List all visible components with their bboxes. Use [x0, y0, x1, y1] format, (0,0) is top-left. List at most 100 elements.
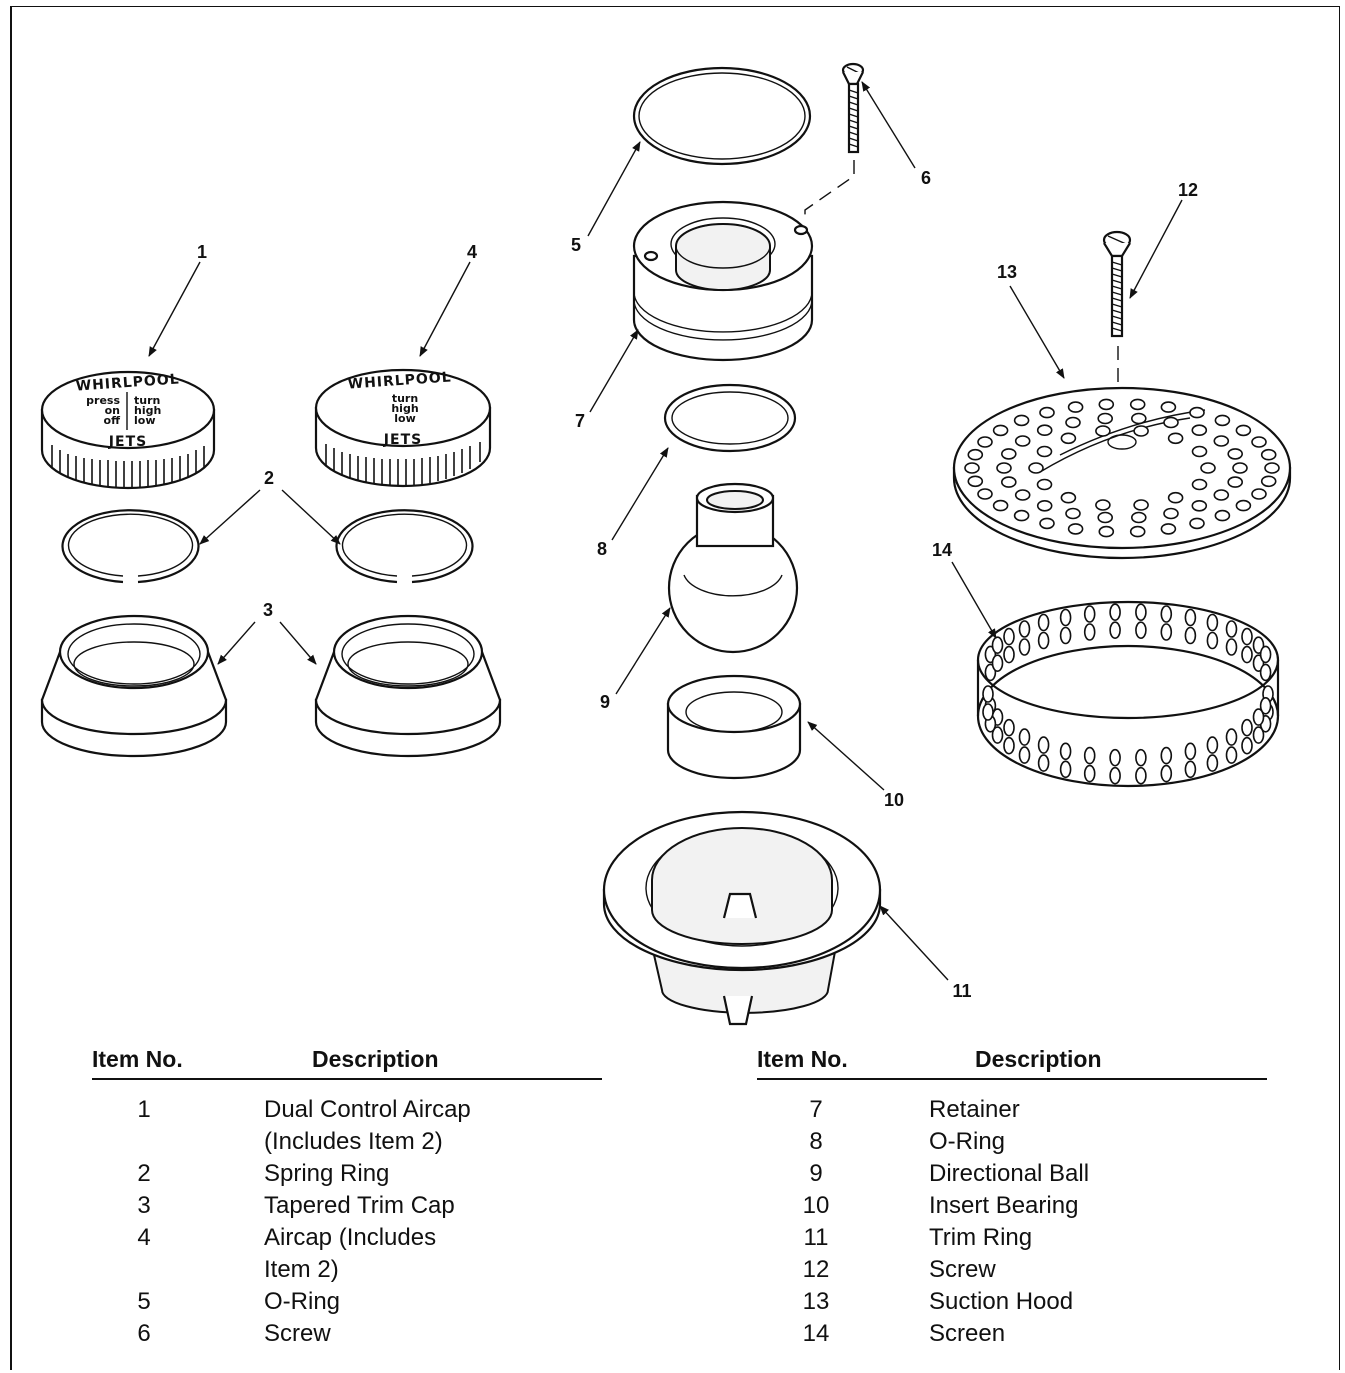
table-row: 7 Retainer [757, 1094, 1267, 1126]
table-row: 2 Spring Ring [92, 1158, 602, 1190]
directional-ball [667, 482, 799, 654]
item-number: 2 [137, 1160, 151, 1187]
page-border [10, 6, 1340, 1370]
item-number: 5 [137, 1288, 151, 1315]
cap4-jets: JETS [383, 432, 422, 448]
item-number: 12 [802, 1256, 830, 1283]
table-row: 6 Screw [92, 1318, 602, 1350]
table-row: 14 Screen [757, 1318, 1267, 1350]
item-description: Spring Ring [264, 1160, 390, 1187]
callout-10: 10 [884, 790, 904, 810]
item-number: 14 [802, 1320, 830, 1347]
table-row: 8 O-Ring [757, 1126, 1267, 1158]
callout-4: 4 [467, 242, 477, 262]
table-row: 13 Suction Hood [757, 1286, 1267, 1318]
item-number: 1 [137, 1096, 151, 1123]
callout-3: 3 [263, 600, 273, 620]
retainer [632, 200, 814, 362]
callout-14: 14 [932, 540, 952, 560]
o-ring-large [632, 66, 812, 166]
callout-13: 13 [997, 262, 1017, 282]
table-body: 1 Dual Control Aircap (Includes Item 2) 2 Sp… [92, 1094, 602, 1350]
item-number: 10 [802, 1192, 830, 1219]
cap1-label-press: press [86, 394, 120, 407]
callout-8: 8 [597, 539, 607, 559]
cap1-label-on: on [105, 404, 120, 417]
table-row: 1 Dual Control Aircap [92, 1094, 602, 1126]
tapered-trim-cap-left [40, 614, 228, 758]
item-description: Directional Ball [929, 1160, 1090, 1187]
spring-ring-left [61, 509, 200, 584]
item-description: Retainer [929, 1096, 1020, 1123]
dual-control-aircap: WHIRLPOOL press on off turn high low JET… [40, 370, 216, 490]
parts-table-left: Item No. Description 1 Dual Control Airca… [92, 1040, 602, 1350]
table-body: 7 Retainer 8 O-Ring 9 Directional Ball 10 Inser… [757, 1094, 1267, 1350]
item-description: (Includes Item 2) [264, 1128, 443, 1155]
table-row: 3 Tapered Trim Cap [92, 1190, 602, 1222]
table-row: Item 2) [92, 1254, 602, 1286]
table-row: 11 Trim Ring [757, 1222, 1267, 1254]
callout-5: 5 [571, 235, 581, 255]
item-number: 8 [809, 1128, 823, 1155]
item-description: Screw [929, 1256, 996, 1283]
table-header: Item No. Description [92, 1040, 602, 1080]
item-number: 3 [137, 1192, 151, 1219]
item-description: Screen [929, 1320, 1006, 1347]
item-number: 6 [137, 1320, 151, 1347]
item-description: Tapered Trim Cap [264, 1192, 455, 1219]
table-row: 5 O-Ring [92, 1286, 602, 1318]
item-number: 7 [809, 1096, 823, 1123]
o-ring-small [663, 383, 797, 453]
aircap: WHIRLPOOL turn high low JETS [314, 368, 492, 488]
table-row: (Includes Item 2) [92, 1126, 602, 1158]
callout-numbers: 1 2 3 4 5 6 7 8 9 10 11 12 13 14 [197, 168, 1198, 1001]
item-description: Dual Control Aircap [264, 1096, 471, 1123]
item-number: 9 [809, 1160, 823, 1187]
item-description: Screw [264, 1320, 331, 1347]
table-row: 9 Directional Ball [757, 1158, 1267, 1190]
tapered-trim-cap-right [314, 614, 502, 758]
item-description: Trim Ring [929, 1224, 1033, 1251]
header-description: Description [975, 1046, 1102, 1072]
header-item-no: Item No. [92, 1046, 183, 1072]
cap4-label-turn: turn [392, 392, 418, 405]
item-description: O-Ring [264, 1288, 341, 1315]
cap4-label-high: high [391, 402, 418, 415]
suction-hood [952, 386, 1292, 560]
screw-small [804, 62, 865, 222]
screen [976, 600, 1280, 788]
cap1-label-turn: turn [134, 394, 160, 407]
item-description: Suction Hood [929, 1288, 1074, 1315]
callout-9: 9 [600, 692, 610, 712]
cap4-label-low: low [394, 412, 416, 425]
header-item-no: Item No. [757, 1046, 848, 1072]
parts-table-right: Item No. Description 7 Retainer 8 O-Ring 9 Di… [757, 1040, 1267, 1350]
callout-1: 1 [197, 242, 207, 262]
cap4-brand: WHIRLPOOL [347, 369, 452, 392]
exploded-parts-diagram: WHIRLPOOL press on off turn high low JET… [40, 62, 1292, 1026]
cap1-label-off: off [104, 414, 121, 427]
callout-11: 11 [952, 981, 971, 1001]
item-description: Insert Bearing [929, 1192, 1079, 1219]
callout-7: 7 [575, 411, 585, 431]
item-description: Aircap (Includes [264, 1224, 437, 1251]
item-description: Item 2) [264, 1256, 339, 1283]
table-row: 10 Insert Bearing [757, 1190, 1267, 1222]
item-number: 11 [803, 1224, 829, 1251]
table-row: 12 Screw [757, 1254, 1267, 1286]
item-number: 13 [802, 1288, 830, 1315]
callout-12: 12 [1178, 180, 1198, 200]
callout-6: 6 [921, 168, 931, 188]
spring-ring-right [335, 509, 474, 584]
cap1-jets: JETS [108, 434, 147, 450]
cap1-label-high: high [134, 404, 161, 417]
leader-arrows [148, 81, 1183, 981]
item-description: O-Ring [929, 1128, 1006, 1155]
trim-ring [602, 810, 882, 1026]
cap1-label-low: low [134, 414, 156, 427]
cap1-brand: WHIRLPOOL [75, 371, 180, 394]
insert-bearing [666, 674, 802, 780]
callout-2: 2 [264, 468, 274, 488]
header-description: Description [312, 1046, 439, 1072]
